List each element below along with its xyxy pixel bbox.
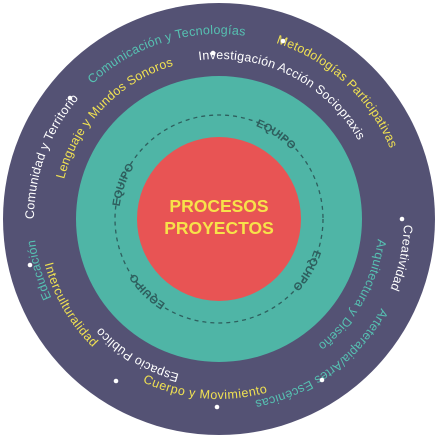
team-dashed-circle (114, 114, 324, 324)
separator-dot (210, 50, 216, 56)
separator-dots (27, 38, 405, 410)
center-title-line2: PROYECTOS (164, 218, 274, 238)
separator-dot (399, 216, 405, 222)
core-circle (137, 137, 301, 301)
separator-dot (67, 95, 73, 101)
separator-dot (113, 378, 119, 384)
separator-dot (27, 262, 33, 268)
center-title-line1: PROCESOS (169, 196, 268, 216)
separator-dot (280, 38, 286, 44)
separator-dot (214, 404, 220, 410)
separator-dot (319, 377, 325, 383)
